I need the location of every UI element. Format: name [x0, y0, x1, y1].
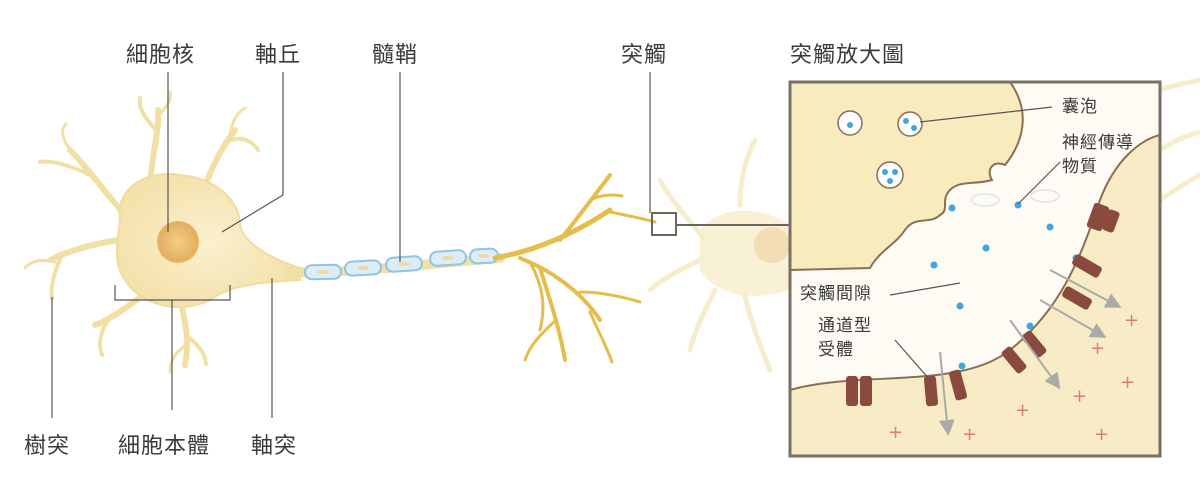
next-neuron-faded: [647, 77, 1200, 373]
nucleus-shape: [157, 221, 199, 263]
vesicles: [837, 110, 923, 189]
plus-icon: +: [1094, 424, 1110, 445]
label-synapse: 突觸: [621, 43, 668, 68]
label-vesicle: 囊泡: [1062, 97, 1098, 117]
plus-icon: +: [1015, 400, 1031, 421]
axon-terminals: [492, 173, 657, 364]
plus-icon: +: [1072, 386, 1088, 407]
zoom-frame: [788, 80, 1162, 458]
label-channel-receptor-line1: 通道型: [818, 316, 872, 336]
label-neurotransmitter-line2: 物質: [1062, 157, 1098, 177]
label-neurotransmitter-line1: 神經傳導: [1062, 133, 1134, 153]
ion-flow-arrows: [938, 269, 1122, 436]
leader-lines: [51, 72, 1061, 418]
label-myelin: 髓鞘: [372, 43, 419, 68]
plus-icon: +: [962, 424, 978, 445]
label-synaptic-cleft: 突觸間隙: [800, 284, 872, 304]
label-axon: 軸突: [251, 434, 298, 459]
label-cell-body: 細胞本體: [118, 434, 211, 459]
label-axon-hillock: 軸丘: [255, 43, 302, 68]
receptors: [846, 202, 1120, 407]
plus-icon: +: [888, 422, 904, 443]
label-nucleus: 細胞核: [126, 43, 196, 68]
plus-icon: +: [1124, 310, 1140, 331]
synapse-zoom-view: [790, 82, 1160, 456]
plus-icon: +: [1120, 372, 1136, 393]
label-synapse-zoom: 突觸放大圖: [790, 43, 906, 68]
label-dendrite: 樹突: [24, 434, 71, 459]
label-channel-receptor-line2: 受體: [818, 340, 854, 360]
plus-icon: +: [1090, 338, 1106, 359]
synapse-marker: [651, 212, 677, 236]
